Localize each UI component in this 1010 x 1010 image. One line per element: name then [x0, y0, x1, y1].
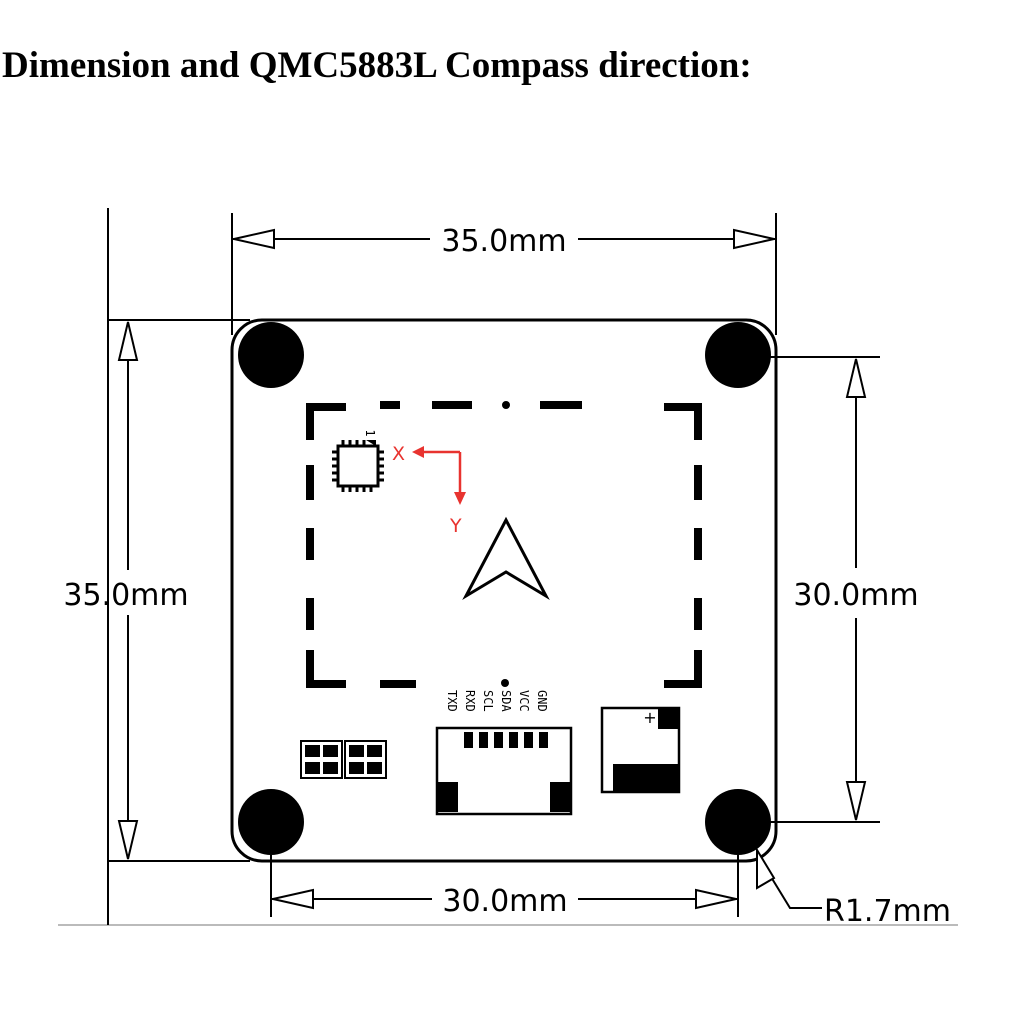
dimension-lines: [107, 208, 880, 925]
dim-top-width: 35.0mm: [441, 224, 566, 259]
module-dot: [502, 401, 510, 409]
dim-left-height: 35.0mm: [63, 578, 188, 613]
module-dashed-outline: [306, 401, 702, 688]
pin-label-scl: SCL: [481, 690, 495, 712]
pin-label-txd: TXD: [445, 690, 459, 712]
dim-right-spacing: 30.0mm: [793, 578, 918, 613]
chip-pin1-mark: 1: [363, 429, 377, 436]
y-axis-label: Y: [449, 515, 462, 537]
battery-component: [600, 706, 681, 794]
mounting-hole-bottom-left: [238, 789, 304, 855]
mounting-hole-top-left: [238, 322, 304, 388]
pin-label-rxd: RXD: [463, 690, 477, 712]
pin-label-sda: SDA: [499, 690, 513, 712]
mounting-hole-bottom-right: [705, 789, 771, 855]
direction-arrow-icon: [462, 516, 550, 601]
connector-pin1-dot: [501, 679, 509, 687]
page-title: Dimension and QMC5883L Compass direction…: [2, 45, 752, 86]
mounting-hole-top-right: [705, 322, 771, 388]
pin-label-gnd: GND: [535, 690, 549, 712]
pin-label-vcc: VCC: [517, 690, 531, 712]
x-axis-label: X: [392, 443, 405, 465]
dim-bottom-spacing: 30.0mm: [442, 884, 567, 919]
connector-body: [435, 726, 573, 816]
connector-pin-labels: TXD RXD SCL SDA VCC GND: [445, 690, 549, 712]
compass-axes: [412, 446, 466, 505]
component-plus: +: [643, 708, 656, 727]
smd-pads: [300, 740, 387, 779]
dim-corner-radius: R1.7mm: [824, 894, 951, 929]
compass-chip: [332, 440, 384, 492]
